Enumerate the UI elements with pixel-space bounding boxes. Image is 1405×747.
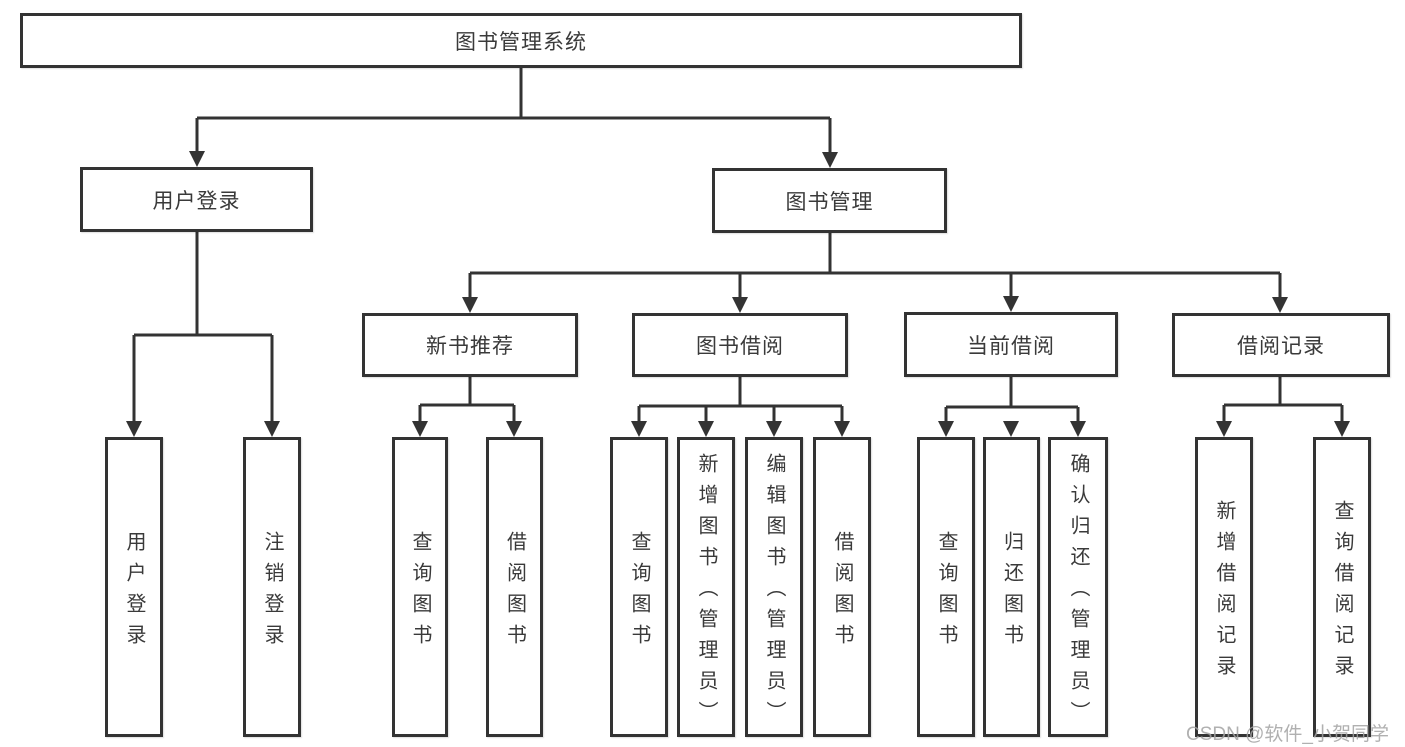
connector-book-mgmt-to-level3 [468,233,1282,298]
node-borrowing-records: 借阅记录 [1172,313,1390,377]
node-query-books-3: 查询图书 [917,437,975,737]
node-user-login-leaf: 用户登录 [105,437,163,737]
node-label: 用户登录 [152,189,241,213]
arrowhead [506,421,522,437]
node-return-books: 归还图书 [983,437,1040,737]
node-label: 查询借阅记录 [1331,499,1353,686]
node-book-management: 图书管理 [712,168,947,233]
arrowhead [1003,421,1019,437]
node-label: 编辑图书（管理员） [763,453,785,732]
connector-root-to-level2 [195,68,832,153]
arrowhead [412,421,428,437]
node-label: 新书推荐 [426,335,514,358]
arrowhead [822,152,838,168]
arrowheads [126,151,1350,437]
node-user-login-module: 用户登录 [80,167,313,232]
arrowhead [462,297,478,313]
node-library-management-system: 图书管理系统 [20,13,1022,68]
node-add-borrow-record: 新增借阅记录 [1195,437,1253,737]
arrowhead [766,421,782,437]
node-query-books-2: 查询图书 [610,437,668,737]
node-label: 确认归还（管理员） [1067,453,1089,732]
node-borrow-books-2: 借阅图书 [813,437,871,737]
node-borrow-books-1: 借阅图书 [486,437,543,737]
node-label: 用户登录 [123,530,145,655]
node-new-book-recommendation: 新书推荐 [362,313,578,377]
arrowhead [732,297,748,313]
node-logout: 注销登录 [243,437,301,737]
arrowhead [1216,421,1232,437]
node-add-book-admin: 新增图书（管理员） [677,437,735,737]
arrowhead [126,421,142,437]
node-label: 查询图书 [409,530,431,655]
node-label: 借阅记录 [1237,335,1325,358]
node-edit-book-admin: 编辑图书（管理员） [745,437,803,737]
node-label: 图书管理系统 [455,30,587,54]
node-label: 归还图书 [1000,530,1023,655]
arrowhead [189,151,205,167]
node-label: 借阅图书 [831,530,853,655]
node-confirm-return-admin: 确认归还（管理员） [1048,437,1108,737]
node-current-borrowing: 当前借阅 [904,312,1118,377]
node-label: 图书借阅 [696,335,784,358]
node-label: 图书管理 [785,190,874,214]
csdn-watermark: CSDN @软件_小贺同学 [1186,724,1389,745]
node-label: 查询图书 [935,530,957,655]
node-query-borrow-record: 查询借阅记录 [1313,437,1371,737]
arrowhead [631,421,647,437]
arrowhead [698,421,714,437]
arrowhead [1334,421,1350,437]
connector-book-borrow-children [637,377,844,422]
node-label: 新增图书（管理员） [695,453,717,732]
connector-user-login-children [132,232,274,422]
connector-new-book-children [418,377,516,422]
node-label: 借阅图书 [503,530,526,655]
connector-current-borrow-children [944,377,1080,422]
connector-borrow-records-children [1222,377,1344,422]
arrowhead [834,421,850,437]
node-label: 查询图书 [628,530,650,655]
arrowhead [938,421,954,437]
node-query-books-1: 查询图书 [392,437,448,737]
arrowhead [1272,297,1288,313]
node-book-borrowing: 图书借阅 [632,313,848,377]
arrowhead [1003,296,1019,312]
arrowhead [264,421,280,437]
arrowhead [1070,421,1086,437]
node-label: 注销登录 [261,530,283,655]
node-label: 新增借阅记录 [1213,499,1235,686]
node-label: 当前借阅 [967,334,1055,358]
